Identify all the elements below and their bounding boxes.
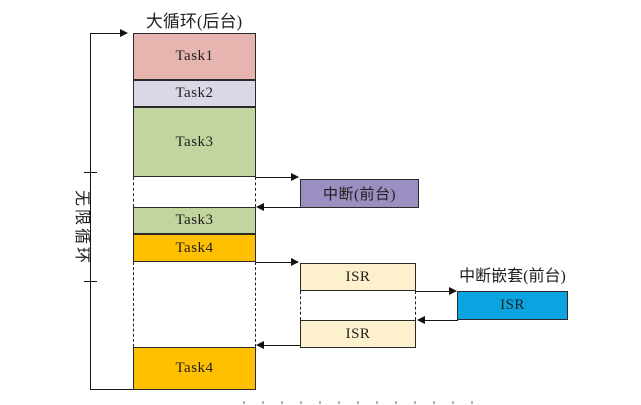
isr-gap-dashed-left: [300, 291, 301, 320]
task3-box: Task3: [133, 107, 256, 177]
arrow-task3-to-interrupt-head-icon: [291, 173, 299, 181]
gap1-dashed-right: [255, 177, 256, 207]
arrow-task4-to-isr-head-icon: [291, 258, 299, 266]
arrow-isr-return-line: [263, 345, 301, 346]
arrow-nested-return-head-icon: [417, 316, 425, 324]
infinite-loop-label: 无限循环: [73, 189, 90, 266]
task4-box: Task4: [133, 234, 256, 262]
arrow-task4-to-isr-line: [256, 262, 292, 263]
isr-first-box: ISR: [300, 263, 416, 291]
loop-label-tick-bottom: [84, 281, 97, 282]
arrow-interrupt-return-head-icon: [256, 203, 264, 211]
arrow-isr-to-nested-line: [416, 291, 450, 292]
interrupt-foreground-box: 中断(前台): [300, 179, 419, 208]
diagram-title: 大循环(后台): [145, 12, 243, 31]
loop-entry-arrowhead-icon: [120, 29, 128, 37]
isr-gap-dashed-right: [415, 291, 416, 320]
nested-interrupt-title: 中断嵌套(前台): [459, 268, 566, 285]
loop-label-tick-top: [84, 172, 97, 173]
arrow-interrupt-return-line: [263, 207, 300, 208]
loop-return-line: [90, 389, 134, 390]
task2-box: Task2: [133, 80, 256, 107]
nested-isr-box: ISR: [457, 291, 568, 320]
cropped-caption-fragments: [243, 401, 478, 404]
task1-box: Task1: [133, 33, 256, 80]
arrow-task3-to-interrupt-line: [256, 177, 292, 178]
gap2-dashed-right: [255, 262, 256, 347]
gap1-dashed-left: [133, 177, 134, 207]
arrow-isr-to-nested-head-icon: [449, 287, 457, 295]
isr-second-box: ISR: [300, 320, 416, 348]
arrow-isr-return-head-icon: [256, 341, 264, 349]
gap2-dashed-left: [133, 262, 134, 347]
task3-resume-box: Task3: [133, 207, 256, 234]
loop-bracket-vertical-line: [90, 33, 91, 390]
loop-entry-line: [90, 33, 121, 34]
task4-resume-box: Task4: [133, 347, 256, 390]
arrow-nested-return-line: [424, 320, 458, 321]
